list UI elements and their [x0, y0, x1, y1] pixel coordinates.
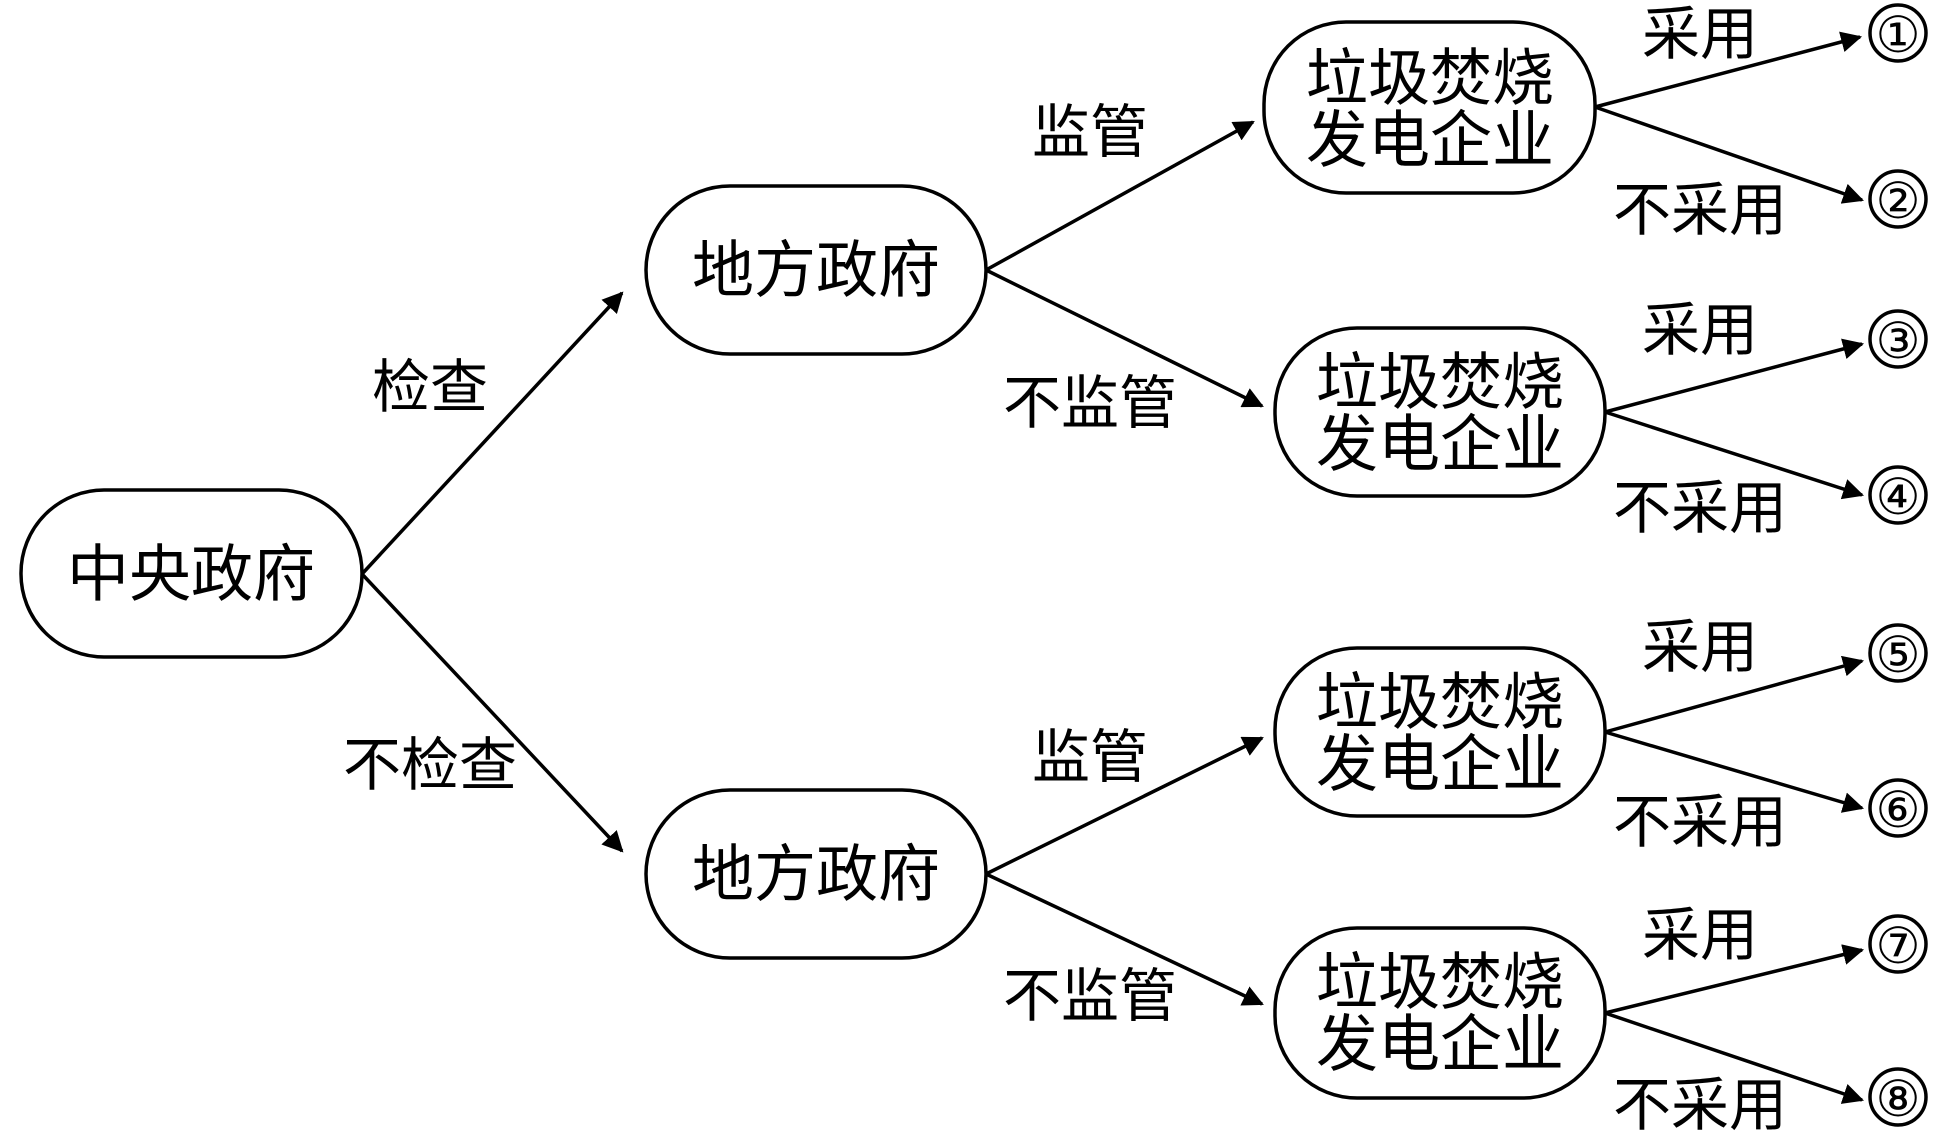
outcome-4: ④ — [1868, 465, 1928, 526]
edge-label-adopt-1: 采用 — [1642, 0, 1758, 68]
node-firm-4: 垃圾焚烧 发电企业 — [1273, 926, 1607, 1100]
edge-local-top-to-firm-2 — [985, 268, 1264, 408]
node-firm-2-line-2: 发电企业 — [1316, 408, 1564, 481]
edge-local-bottom-to-firm-4 — [985, 872, 1264, 1006]
node-firm-2-line-1: 垃圾焚烧 — [1316, 346, 1564, 419]
outcome-1-label: ① — [1876, 6, 1921, 64]
outcome-6-label: ⑥ — [1876, 781, 1921, 839]
edge-label-adopt-5: 采用 — [1642, 613, 1758, 681]
outcome-5-label: ⑤ — [1876, 626, 1921, 684]
outcome-6: ⑥ — [1868, 778, 1928, 839]
node-firm-3-line-2: 发电企业 — [1316, 728, 1564, 801]
outcome-1: ① — [1868, 3, 1928, 64]
edge-label-no-supervise-bottom: 不监管 — [1003, 962, 1177, 1030]
node-firm-1-line-1: 垃圾焚烧 — [1306, 42, 1554, 115]
edge-firm-1-to-outcome-2 — [1594, 105, 1864, 204]
edge-firm-2-to-outcome-3 — [1604, 338, 1865, 414]
edge-firm-1-to-outcome-1 — [1594, 31, 1863, 109]
edge-label-no-check: 不检查 — [343, 731, 517, 799]
node-firm-1: 垃圾焚烧 发电企业 — [1262, 20, 1597, 195]
node-firm-2: 垃圾焚烧 发电企业 — [1273, 326, 1607, 498]
node-firm-4-line-2: 发电企业 — [1316, 1008, 1564, 1081]
node-firm-3-line-1: 垃圾焚烧 — [1316, 666, 1564, 739]
outcome-2: ② — [1868, 169, 1928, 230]
node-firm-1-line-2: 发电企业 — [1306, 104, 1554, 177]
node-firm-4-line-1: 垃圾焚烧 — [1316, 946, 1564, 1019]
outcome-8-label: ⑧ — [1876, 1070, 1921, 1128]
edge-label-not-adopt-2: 不采用 — [1613, 176, 1787, 244]
edge-firm-4-to-outcome-8 — [1604, 1011, 1864, 1104]
outcome-4-label: ④ — [1876, 468, 1921, 526]
node-local-government-bottom: 地方政府 — [644, 788, 988, 960]
outcome-5: ⑤ — [1868, 623, 1928, 684]
edge-label-supervise-top: 监管 — [1032, 98, 1148, 166]
edge-firm-4-to-outcome-7 — [1604, 944, 1865, 1015]
edge-label-not-adopt-4: 不采用 — [1613, 474, 1787, 542]
outcome-7-label: ⑦ — [1876, 917, 1921, 975]
node-central-government-label: 中央政府 — [67, 538, 315, 611]
edge-label-not-adopt-6: 不采用 — [1613, 788, 1787, 856]
edge-firm-3-to-outcome-5 — [1604, 655, 1865, 734]
edge-label-check: 检查 — [372, 353, 488, 421]
outcome-3-label: ③ — [1876, 312, 1921, 370]
edge-local-top-to-firm-1 — [985, 120, 1255, 272]
edge-firm-3-to-outcome-6 — [1604, 730, 1865, 813]
outcome-3: ③ — [1868, 309, 1928, 370]
edge-label-no-supervise-top: 不监管 — [1003, 369, 1177, 437]
outcome-2-label: ② — [1876, 172, 1921, 230]
outcome-7: ⑦ — [1868, 914, 1928, 975]
edge-label-adopt-3: 采用 — [1642, 296, 1758, 364]
node-local-government-bottom-label: 地方政府 — [692, 838, 940, 911]
edge-label-not-adopt-8: 不采用 — [1613, 1071, 1787, 1134]
edge-central-to-local-top — [360, 291, 624, 576]
edge-label-supervise-bottom: 监管 — [1032, 723, 1148, 791]
node-firm-3: 垃圾焚烧 发电企业 — [1273, 646, 1607, 818]
edge-firm-2-to-outcome-4 — [1604, 410, 1864, 500]
node-local-government-top: 地方政府 — [644, 184, 988, 356]
edge-label-adopt-7: 采用 — [1642, 901, 1758, 969]
outcome-8: ⑧ — [1868, 1067, 1928, 1128]
edge-central-to-local-bottom — [360, 572, 624, 853]
node-central-government: 中央政府 — [19, 488, 364, 659]
node-local-government-top-label: 地方政府 — [692, 234, 940, 307]
edge-local-bottom-to-firm-3 — [985, 736, 1264, 876]
